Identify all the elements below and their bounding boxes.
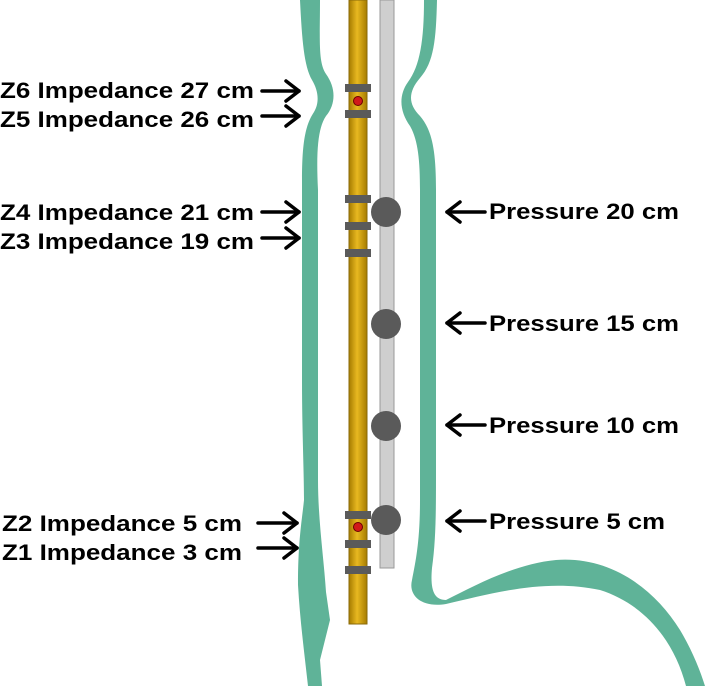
arrow-p20: [445, 200, 487, 224]
pressure-sensor-5: [371, 505, 401, 535]
label-p20: Pressure 20 cm: [489, 199, 679, 224]
arrow-z4: [260, 200, 301, 224]
pressure-sensors: [371, 197, 401, 535]
arrows: [256, 79, 487, 560]
impedance-rings: [345, 84, 371, 574]
ring-z6-bottom: [345, 110, 371, 118]
arrow-z3: [260, 226, 301, 250]
pressure-sensor-20: [371, 197, 401, 227]
arrow-z5: [260, 104, 301, 128]
arrow-z1: [256, 536, 299, 560]
ring-z6-top: [345, 84, 371, 92]
arrow-p5: [445, 509, 487, 533]
esophagus-left-wall: [298, 0, 334, 686]
label-p10: Pressure 10 cm: [489, 413, 679, 438]
ring-z1-bottom: [345, 566, 371, 574]
ring-z4-top: [345, 195, 371, 203]
label-z1: Z1 Impedance 3 cm: [2, 540, 242, 565]
esophagus-right-wall: [401, 0, 705, 686]
arrow-p15: [445, 311, 487, 335]
arrow-p10: [445, 413, 487, 437]
ring-z1-top: [345, 540, 371, 548]
ring-z3-bottom: [345, 249, 371, 257]
pressure-sensor-15: [371, 309, 401, 339]
impedance-catheter: [348, 0, 368, 625]
marker-lower: [353, 522, 363, 532]
pressure-catheter: [379, 0, 395, 569]
label-p15: Pressure 15 cm: [489, 311, 679, 336]
label-z3: Z3 Impedance 19 cm: [0, 229, 254, 254]
pressure-label-group: Pressure 20 cm Pressure 15 cm Pressure 1…: [489, 199, 679, 534]
marker-upper: [353, 96, 363, 106]
label-z5: Z5 Impedance 26 cm: [0, 107, 254, 132]
ring-z4-bottom: [345, 222, 371, 230]
label-p5: Pressure 5 cm: [489, 509, 665, 534]
impedance-label-group: Z6 Impedance 27 cm Z5 Impedance 26 cm Z4…: [0, 78, 254, 565]
label-z4: Z4 Impedance 21 cm: [0, 200, 254, 225]
arrow-z2: [256, 511, 299, 535]
label-z2: Z2 Impedance 5 cm: [2, 511, 242, 536]
arrow-z6: [260, 79, 301, 103]
esophagus: [298, 0, 705, 686]
pressure-sensor-10: [371, 411, 401, 441]
label-z6: Z6 Impedance 27 cm: [0, 78, 254, 103]
ring-z2-top: [345, 511, 371, 519]
